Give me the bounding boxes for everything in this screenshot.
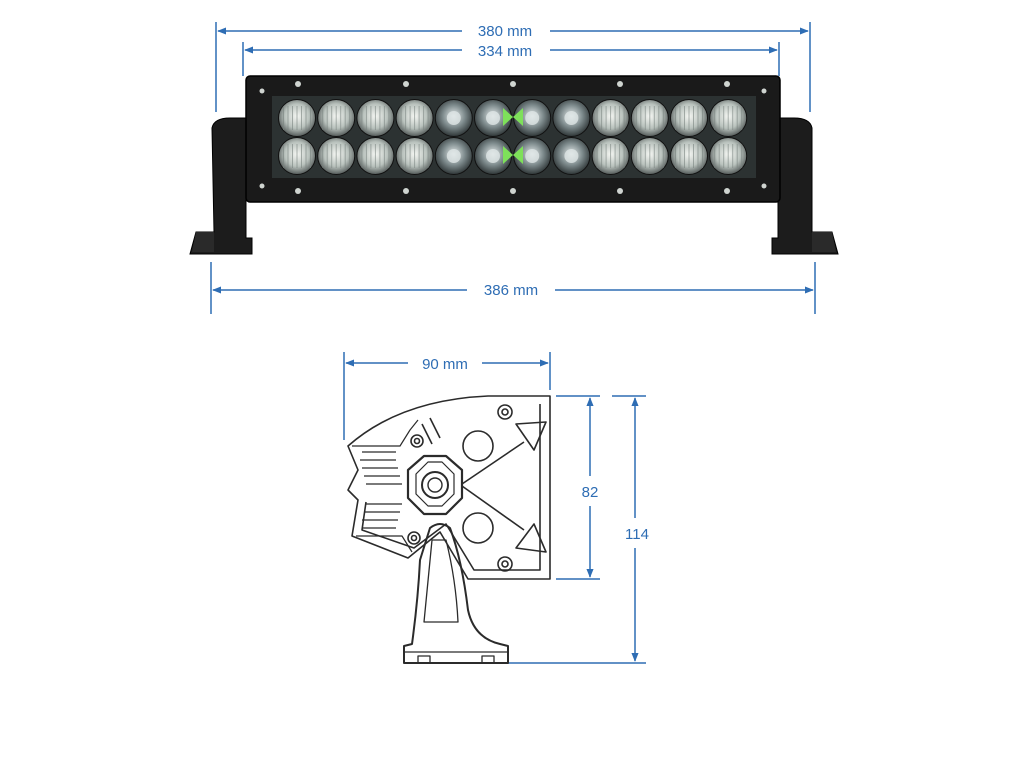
mount-bolt	[421, 471, 449, 499]
upper-lens-circle	[462, 430, 494, 462]
led-lens	[474, 99, 512, 137]
led-lens	[709, 137, 748, 175]
screw	[761, 88, 767, 94]
led-lens	[278, 99, 316, 137]
beam-direction-arrows	[421, 417, 547, 553]
screw	[510, 81, 516, 87]
dimension-depth: 90 mm	[343, 352, 551, 440]
led-lens	[552, 99, 591, 137]
left-mounting-bracket	[189, 117, 253, 255]
mount-hub-octagon	[406, 454, 464, 516]
stand-inner-outline	[423, 539, 459, 623]
screw	[295, 81, 301, 87]
screw	[259, 88, 265, 94]
led-lens-grid	[278, 99, 748, 175]
dimension-bracket-width: 386 mm	[210, 262, 816, 314]
screw	[617, 188, 623, 194]
dimension-housing-height: 82	[556, 395, 600, 580]
screw	[403, 81, 409, 87]
bracket-width-label: 386 mm	[484, 282, 538, 299]
led-lens	[709, 99, 748, 137]
housing-bolt	[410, 434, 424, 448]
cooling-fins	[352, 419, 419, 553]
screw	[724, 81, 730, 87]
led-lens	[356, 99, 395, 137]
led-lens	[552, 137, 591, 175]
stand-outline	[403, 523, 509, 664]
total-height-label: 114	[625, 526, 649, 543]
depth-label: 90 mm	[422, 356, 468, 373]
led-lens	[317, 137, 356, 175]
screw	[724, 188, 730, 194]
housing-bolt	[497, 556, 513, 572]
screw	[510, 188, 516, 194]
screw	[259, 183, 265, 189]
led-lens	[356, 137, 395, 175]
led-lens	[670, 137, 708, 175]
front-view: 380 mm 334 mm	[189, 22, 839, 314]
screw	[295, 188, 301, 194]
housing-bolt	[497, 404, 513, 420]
dimension-lens-width: 334 mm	[242, 42, 780, 76]
led-lens	[630, 99, 669, 137]
led-highlight	[503, 146, 523, 164]
lower-lens-circle	[462, 512, 494, 544]
screw	[761, 183, 767, 189]
led-lens	[434, 99, 473, 137]
housing-bolt	[407, 531, 421, 545]
led-lens	[395, 99, 434, 137]
dimension-total-height: 114	[508, 395, 649, 664]
led-lens	[591, 99, 630, 137]
housing-inner-outline	[361, 404, 541, 571]
led-lens	[278, 137, 316, 175]
screw	[403, 188, 409, 194]
led-lens	[317, 99, 356, 137]
led-lens	[670, 99, 708, 137]
led-lens	[434, 137, 473, 175]
led-lens	[395, 137, 434, 175]
side-profile-drawing	[347, 395, 551, 664]
dimension-overall-width: 380 mm	[215, 22, 811, 112]
stand-foot	[404, 651, 508, 663]
led-lens	[591, 137, 630, 175]
housing-screws	[259, 81, 767, 194]
housing-outline	[347, 395, 551, 580]
right-mounting-bracket	[771, 117, 839, 255]
lens-width-label: 334 mm	[478, 43, 532, 60]
housing-height-label: 82	[582, 484, 599, 501]
led-lens	[630, 137, 669, 175]
side-view: 90 mm 82 114	[343, 352, 649, 664]
led-highlight	[503, 108, 523, 126]
led-lens	[474, 137, 512, 175]
screw	[617, 81, 623, 87]
overall-width-label: 380 mm	[478, 23, 532, 40]
